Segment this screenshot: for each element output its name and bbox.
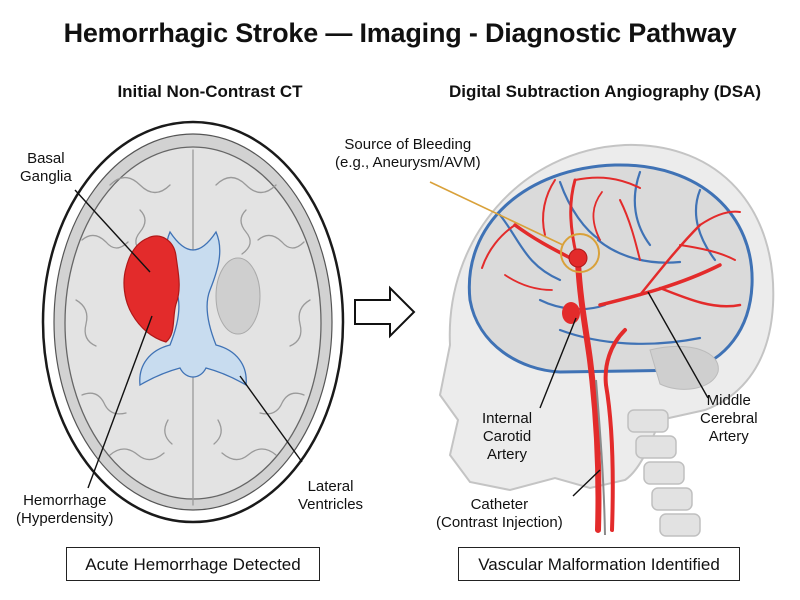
leader-middle-cerebral <box>647 291 709 399</box>
label-middle-cerebral-artery: Middle Cerebral Artery <box>700 392 758 445</box>
leader-lateral-ventricles <box>239 375 303 463</box>
label-lateral-ventricles: Lateral Ventricles <box>298 478 364 513</box>
label-basal-ganglia: Basal Ganglia <box>20 150 72 185</box>
label-internal-carotid-artery: Internal Carotid Artery <box>482 410 533 463</box>
leader-catheter <box>572 469 601 497</box>
ct-lateral-ventricles <box>139 230 247 387</box>
dsa-caption-box: Vascular Malformation Identified <box>458 547 740 581</box>
ct-axial-slice <box>41 120 345 524</box>
label-catheter: Catheter (Contrast Injection) <box>436 496 563 531</box>
label-hemorrhage: Hemorrhage (Hyperdensity) <box>16 492 114 527</box>
dsa-carotid-bulge <box>562 302 580 324</box>
leader-hemorrhage <box>87 315 153 489</box>
page-title: Hemorrhagic Stroke — Imaging - Diagnosti… <box>63 18 737 48</box>
dsa-cerebellum <box>649 346 719 390</box>
leader-internal-carotid <box>539 317 577 409</box>
dsa-aneurysm <box>568 248 588 268</box>
dsa-cervical-spine <box>627 409 701 537</box>
dsa-catheter <box>595 379 606 536</box>
dsa-arteries <box>481 176 742 533</box>
ct-hemorrhage <box>123 235 180 343</box>
leader-basal-ganglia <box>74 189 151 273</box>
ct-gyri <box>75 149 311 506</box>
label-source-of-bleeding: Source of Bleeding (e.g., Aneurysm/AVM) <box>335 136 481 171</box>
leader-source-bleeding <box>429 181 564 246</box>
dsa-aneurysm-highlight-ring <box>560 233 600 273</box>
ct-caption-box: Acute Hemorrhage Detected <box>66 547 320 581</box>
dsa-panel-title: Digital Subtraction Angiography (DSA) <box>449 82 761 101</box>
ct-panel-title: Initial Non-Contrast CT <box>117 82 303 101</box>
dsa-brain <box>467 163 754 374</box>
ct-basal-ganglia-right <box>215 257 261 335</box>
dsa-lateral-head <box>429 143 775 537</box>
pathway-arrow-icon <box>354 285 416 339</box>
